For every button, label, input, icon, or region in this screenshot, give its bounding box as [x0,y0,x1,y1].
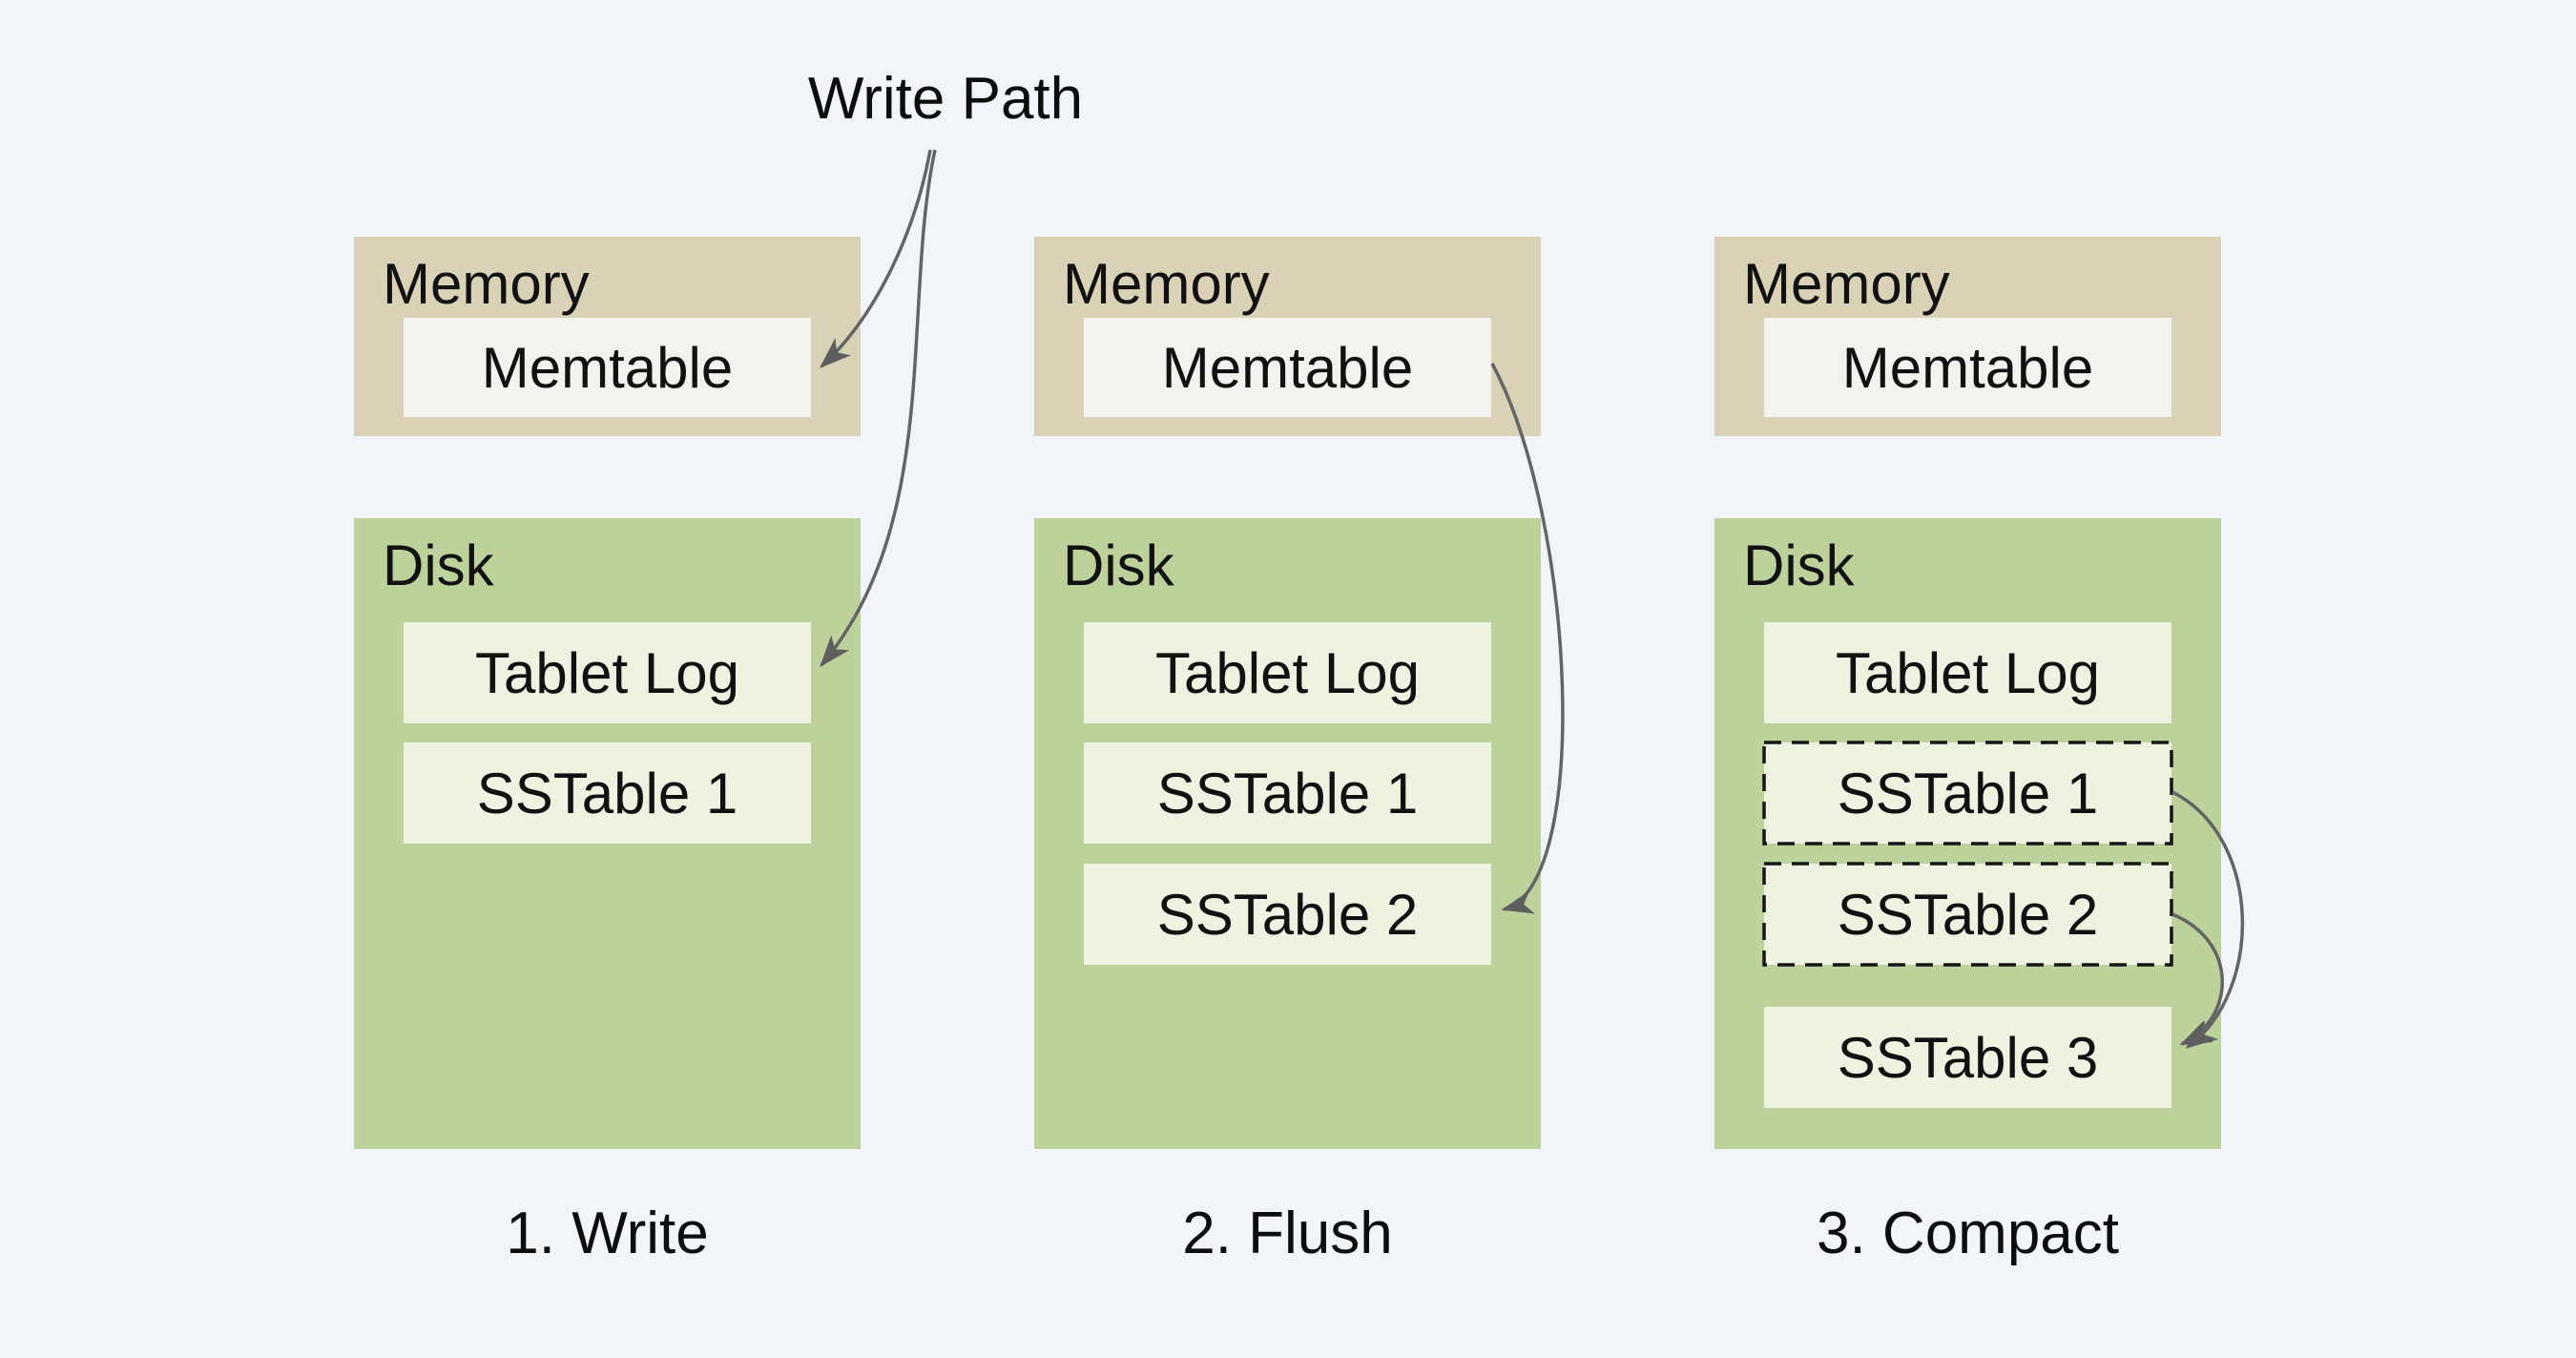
memory-box: Memory Memtable [1714,237,2221,436]
step-caption: 1. Write [506,1201,709,1266]
tablet-log-box: Tablet Log [1764,622,2171,723]
sstable-2-dashed-box: SSTable 2 [1764,864,2171,965]
memory-label: Memory [1743,252,1950,316]
disk-label: Disk [1743,533,1855,597]
disk-box: Disk Tablet Log SSTable 1 [354,518,861,1149]
step-caption: 2. Flush [1182,1201,1393,1266]
tablet-log-box: Tablet Log [1084,622,1491,723]
panel-3-compact: Memory Memtable Disk Tablet Log SSTable … [1714,237,2221,1296]
disk-label: Disk [1063,533,1174,597]
sstable-1-box: SSTable 1 [404,742,811,844]
panel-1-write: Memory Memtable Disk Tablet Log SSTable … [354,237,861,1296]
memory-box: Memory Memtable [1034,237,1541,436]
memory-label: Memory [1063,252,1270,316]
memory-label: Memory [383,252,590,316]
memtable-box: Memtable [404,318,811,417]
sstable-1-box: SSTable 1 [1084,742,1491,844]
tablet-log-box: Tablet Log [404,622,811,723]
sstable-2-box: SSTable 2 [1084,864,1491,965]
disk-label: Disk [383,533,494,597]
disk-box: Disk Tablet Log SSTable 1 SSTable 2 [1034,518,1541,1149]
sstable-3-box: SSTable 3 [1764,1007,2171,1108]
memory-box: Memory Memtable [354,237,861,436]
step-caption: 3. Compact [1816,1201,2120,1266]
write-path-title: Write Path [807,66,1084,132]
memtable-box: Memtable [1084,318,1491,417]
memtable-box: Memtable [1764,318,2171,417]
panel-2-flush: Memory Memtable Disk Tablet Log SSTable … [1034,237,1541,1296]
sstable-1-dashed-box: SSTable 1 [1764,742,2171,844]
disk-box: Disk Tablet Log SSTable 1 SSTable 2 SSTa… [1714,518,2221,1149]
